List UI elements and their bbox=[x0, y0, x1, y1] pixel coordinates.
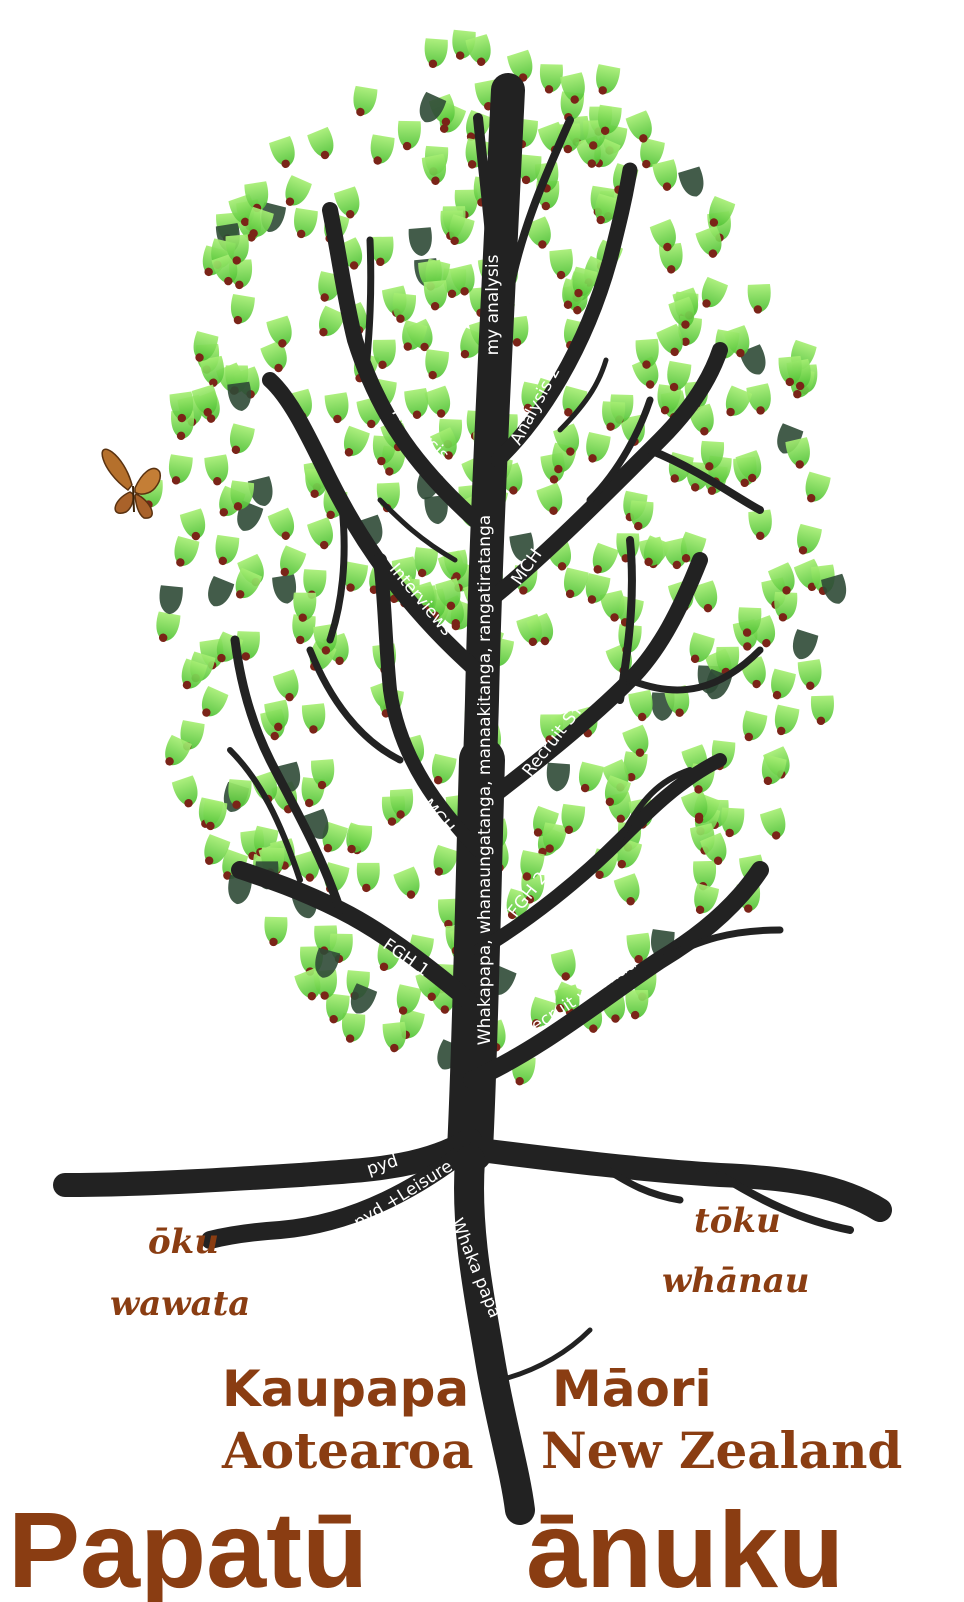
leaf bbox=[628, 500, 653, 531]
trunk-label: Whakapapa, whanaungatanga, manaakitanga,… bbox=[475, 515, 495, 1045]
left-word-oku: ōku bbox=[148, 1222, 219, 1262]
right-word-whanau: whānau bbox=[662, 1261, 810, 1301]
leaf bbox=[424, 385, 455, 420]
leaf bbox=[560, 567, 589, 601]
leaf bbox=[339, 426, 371, 461]
leaf bbox=[748, 509, 774, 541]
leaf bbox=[423, 280, 449, 311]
leaf bbox=[272, 669, 303, 704]
leaf bbox=[720, 807, 745, 838]
leaf bbox=[747, 284, 771, 314]
leaf bbox=[429, 845, 460, 880]
leaf bbox=[652, 159, 681, 193]
leaf bbox=[423, 349, 450, 381]
right-word-toku: tōku bbox=[694, 1201, 781, 1241]
leaf bbox=[539, 64, 563, 94]
leaf bbox=[350, 86, 378, 119]
leaf bbox=[678, 166, 708, 199]
leaf bbox=[196, 686, 229, 722]
leaf bbox=[166, 454, 193, 486]
leaf bbox=[171, 775, 202, 810]
leaf bbox=[391, 293, 417, 324]
leaf bbox=[797, 659, 824, 691]
title-new-zealand: New Zealand bbox=[541, 1421, 902, 1480]
leaf bbox=[307, 517, 339, 552]
leaf bbox=[158, 585, 184, 615]
leaf bbox=[811, 696, 835, 726]
title-aotearoa: Aotearoa bbox=[221, 1421, 474, 1480]
leaf bbox=[204, 454, 231, 487]
leaf bbox=[771, 704, 800, 738]
leaf bbox=[170, 536, 200, 570]
leaf bbox=[613, 873, 644, 908]
leaf bbox=[767, 669, 797, 703]
leaf bbox=[758, 754, 787, 788]
leaf bbox=[793, 524, 823, 558]
butterfly-icon bbox=[102, 449, 160, 518]
leaf bbox=[739, 710, 768, 744]
leaf bbox=[228, 294, 256, 327]
leaf bbox=[587, 543, 619, 578]
leaf bbox=[788, 629, 818, 663]
left-word-wawata: wawata bbox=[110, 1284, 250, 1324]
leaf bbox=[593, 64, 621, 97]
leaf bbox=[582, 432, 611, 465]
leaf bbox=[423, 38, 448, 69]
leaf bbox=[307, 127, 339, 163]
leaf bbox=[267, 507, 300, 543]
leaf bbox=[575, 762, 604, 796]
leaf bbox=[785, 437, 814, 471]
leaf bbox=[412, 547, 438, 579]
leaf bbox=[357, 863, 380, 892]
leaf bbox=[213, 535, 240, 567]
leaf bbox=[153, 611, 181, 644]
title-maori: Māori bbox=[552, 1360, 712, 1418]
title-anuku: ānuku bbox=[526, 1489, 844, 1602]
leaf bbox=[227, 382, 253, 413]
leaf bbox=[264, 917, 288, 947]
leaf bbox=[625, 990, 648, 1020]
leaf bbox=[340, 1013, 365, 1044]
root-label-leisure: Leisure bbox=[531, 1178, 592, 1198]
leaf bbox=[269, 136, 300, 171]
leaf bbox=[545, 763, 570, 793]
leaf bbox=[801, 472, 831, 506]
leaf bbox=[696, 277, 728, 313]
title-papatu: Papatū bbox=[8, 1489, 368, 1602]
leaf bbox=[393, 866, 425, 902]
title-kaupapa: Kaupapa bbox=[222, 1360, 469, 1418]
leaf bbox=[368, 134, 395, 167]
leaf bbox=[550, 949, 580, 983]
leaf bbox=[301, 703, 327, 734]
leaf bbox=[260, 340, 293, 376]
leaf bbox=[382, 1022, 408, 1054]
branch-label-my-analysis: my analysis bbox=[483, 254, 503, 355]
leaf bbox=[280, 175, 313, 211]
leaf bbox=[203, 576, 235, 611]
leaf bbox=[759, 808, 790, 843]
leaf bbox=[291, 208, 318, 240]
leaf bbox=[773, 592, 797, 622]
leaf bbox=[408, 227, 433, 257]
leaf bbox=[549, 249, 575, 280]
leaf bbox=[536, 483, 568, 518]
leaf bbox=[226, 423, 256, 457]
leaf bbox=[398, 121, 422, 151]
leaf bbox=[324, 392, 351, 424]
